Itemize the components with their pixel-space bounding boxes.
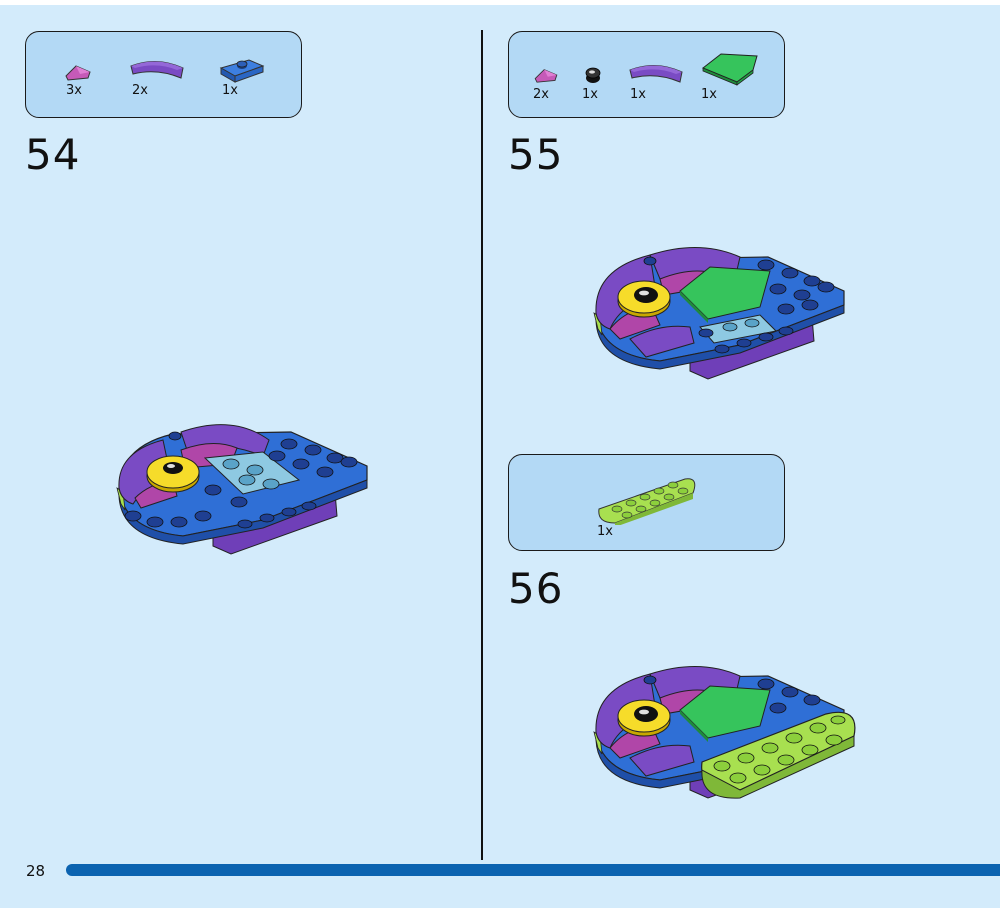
- step-number-56: 56: [508, 564, 564, 613]
- part-qty: 1x: [630, 87, 646, 102]
- footer-progress-bar: [66, 864, 1000, 876]
- parts-callout-step-56: 1x: [508, 454, 785, 551]
- step-number-54: 54: [25, 130, 81, 179]
- green-pentagon-tile-icon: [702, 53, 758, 86]
- part-qty: 3x: [66, 83, 82, 98]
- pink-wedge-tile-icon: [65, 65, 91, 81]
- part-qty: 1x: [597, 524, 613, 539]
- lime-curved-plate-icon: [598, 478, 696, 525]
- black-round-stud-icon: [585, 67, 601, 83]
- model-step-55-illustration: [593, 247, 845, 380]
- purple-curved-slope-icon: [629, 65, 683, 83]
- part-qty: 1x: [701, 87, 717, 102]
- page-top-border: [0, 0, 1000, 5]
- part-qty: 1x: [582, 87, 598, 102]
- part-qty: 2x: [132, 83, 148, 98]
- page-number: 28: [26, 862, 46, 880]
- parts-callout-step-55: 2x 1x 1x 1x: [508, 31, 785, 118]
- model-step-56-illustration: [593, 666, 856, 799]
- step-number-55: 55: [508, 130, 564, 179]
- pink-wedge-tile-icon: [534, 69, 558, 83]
- blue-jumper-plate-icon: [219, 59, 265, 83]
- parts-callout-step-54: 3x 2x 1x: [25, 31, 302, 118]
- page-column-divider: [481, 30, 483, 860]
- part-qty: 1x: [222, 83, 238, 98]
- purple-curved-slope-icon: [130, 61, 184, 79]
- part-qty: 2x: [533, 87, 549, 102]
- model-step-54-illustration: [116, 424, 368, 555]
